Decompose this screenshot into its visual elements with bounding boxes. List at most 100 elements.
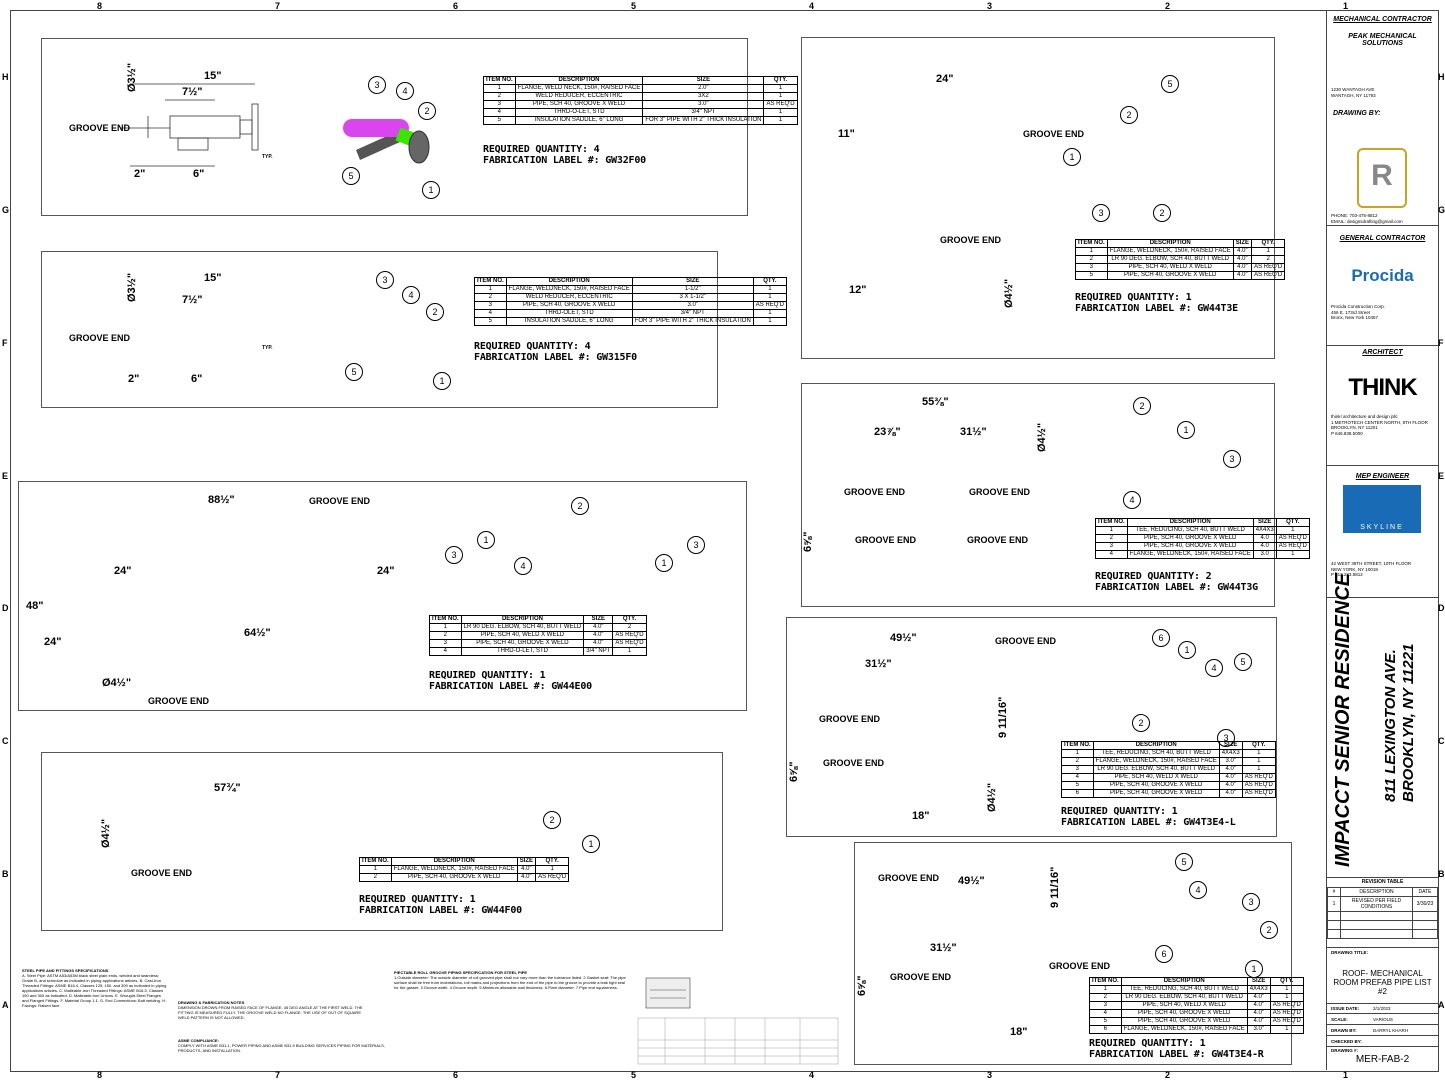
spool5-callout-5: 5 [1161, 75, 1179, 93]
steel-pipe-spec-notes: STEEL PIPE AND FITTINGS SPECIFICATIONS A… [22, 968, 167, 1008]
spool2-dim-length: 15" [204, 272, 222, 284]
zone-col-5: 5 [631, 1, 637, 11]
tb-project: IMPACCT SENIOR RESIDENCE 811 LEXINGTON A… [1327, 573, 1438, 878]
spool4-callout-1: 1 [582, 835, 600, 853]
tb-draw-contact: PHONE: 703-475-8812 EMAIL: designsdrafti… [1331, 213, 1403, 224]
zone-col-8: 8 [97, 1, 103, 11]
spool7-callout-4: 4 [1205, 659, 1223, 677]
tb-rev-date: 3/30/23 [1412, 896, 1438, 912]
spool-panel-gw4t3e4l [786, 617, 1277, 837]
spool8-dim-49: 49½" [958, 875, 985, 887]
spool7-callout-5: 5 [1234, 653, 1252, 671]
spool6-dim-dia: Ø4½" [1036, 422, 1048, 452]
spool8-callout-5: 5 [1175, 853, 1193, 871]
spool2-callout-3: 3 [376, 271, 394, 289]
tb-mech-head: MECHANICAL CONTRACTOR [1333, 16, 1432, 23]
spool5-groove-end-front: GROOVE END [940, 235, 1002, 245]
spool3-dim-64: 64½" [244, 627, 271, 639]
spool8-callout-3: 3 [1242, 893, 1260, 911]
fabrication-notes: DRAWING & FABRICATION NOTES DIMENSION DR… [178, 1000, 363, 1020]
spool6-groove-end-1: GROOVE END [844, 487, 906, 497]
spool8-groove-end-3: GROOVE END [890, 972, 952, 982]
tb-dwgno-value: MER-FAB-2 [1355, 1054, 1410, 1065]
tb-rev-title: REVISION TABLE [1361, 879, 1404, 885]
spool6-dim-23: 23⅞" [874, 426, 901, 438]
spool5-callout-3: 3 [1092, 204, 1110, 222]
tb-address-line2: BROOKLYN, NY 11221 [1400, 643, 1417, 802]
spool5-groove-end-top: GROOVE END [1023, 129, 1085, 139]
spool3-callout-1a: 1 [477, 531, 495, 549]
spool3-dim-24b: 24" [377, 565, 395, 577]
spool6-dim-6: 6⅝" [802, 531, 814, 552]
tb-arch-head: ARCHITECT [1362, 349, 1403, 356]
spool8-callout-1: 1 [1245, 960, 1263, 978]
spool-panel-gw44f00 [41, 752, 723, 931]
spool-panel-gw44t3e [801, 37, 1275, 359]
tb-address-line1: 811 LEXINGTON AVE. [1382, 649, 1399, 802]
spool8-callout-2: 2 [1260, 921, 1278, 939]
spool2-typ: TYP. [262, 345, 273, 351]
spool1-dim-length: 15" [204, 70, 222, 82]
spool5-callout-1: 1 [1063, 148, 1081, 166]
zone-col-1-bottom: 1 [1343, 1070, 1349, 1080]
asme-compliance-notes: ASME COMPLIANCE: COMPLY WITH ASME B31.1,… [178, 1038, 385, 1053]
spool2-callout-5: 5 [345, 363, 363, 381]
spool1-typ: TYP. [262, 154, 273, 160]
spool8-dim-18: 18" [1010, 1026, 1028, 1038]
tb-rev-num: 1 [1327, 896, 1341, 912]
spool6-groove-end-2: GROOVE END [969, 487, 1031, 497]
zone-col-5-bottom: 5 [631, 1070, 637, 1080]
spool2-dim-2: 2" [128, 373, 140, 385]
tb-drawing-by: DRAWING BY: [1333, 110, 1381, 117]
spool7-groove-end-2: GROOVE END [819, 714, 881, 724]
spool5-callout-2a: 2 [1120, 106, 1138, 124]
tb-mech-name: PEAK MECHANICAL SOLUTIONS [1348, 33, 1417, 47]
spool1-callout-3: 3 [368, 76, 386, 94]
tb-drawn-value: DARRYL KHARH [1373, 1027, 1409, 1033]
spool3-groove-end-bottom: GROOVE END [148, 696, 210, 706]
spool4-dim-dia: Ø4½" [100, 818, 112, 848]
tb-scale-value: VARIOUS [1373, 1016, 1393, 1022]
spool6-dim-31: 31½" [960, 426, 987, 438]
spool3-callout-3b: 3 [687, 536, 705, 554]
spool8-dim-31: 31½" [930, 942, 957, 954]
tb-mech-contractor: MECHANICAL CONTRACTOR PEAK MECHANICAL SO… [1327, 10, 1438, 226]
spool7-callout-1: 1 [1178, 641, 1196, 659]
spool2-dim-dia: Ø3½" [126, 272, 138, 302]
tb-arch-addr: think! architecture and design pllc 1 ME… [1331, 414, 1428, 436]
spool4-dim-length: 57¾" [214, 782, 241, 794]
tb-mech-addr: 1230 WANTAGH AVE WANTAGH, NY 11793 [1331, 87, 1376, 98]
spool3-callout-4: 4 [514, 557, 532, 575]
tb-issue-label: ISSUE DATE: [1331, 1005, 1360, 1011]
spool7-callout-6: 6 [1152, 629, 1170, 647]
spool6-groove-end-3: GROOVE END [855, 535, 917, 545]
zone-row-h: H [2, 72, 9, 82]
spool1-callout-2: 2 [418, 102, 436, 120]
zone-row-h-right: H [1438, 72, 1445, 82]
title-block: MECHANICAL CONTRACTOR PEAK MECHANICAL SO… [1326, 10, 1438, 1070]
tb-drawn-label: DRAWN BY: [1331, 1027, 1357, 1033]
spool6-callout-3: 3 [1223, 450, 1241, 468]
spool1-dim-dia: Ø3½" [126, 62, 138, 92]
spool7-dim-6: 6⅝" [788, 761, 800, 782]
tb-rev-col-date: DATE [1412, 887, 1438, 897]
tb-gc-head: GENERAL CONTRACTOR [1339, 235, 1426, 242]
spool2-callout-1: 1 [433, 372, 451, 390]
spool2-dim-half: 7½" [182, 294, 203, 306]
zone-row-c-right: C [1438, 736, 1445, 746]
spool7-groove-end-3: GROOVE END [823, 758, 885, 768]
tb-rev-col-desc: DESCRIPTION [1340, 887, 1413, 897]
zone-col-3: 3 [987, 1, 993, 11]
tb-drawing-title-value: ROOF- MECHANICAL ROOM PREFAB PIPE LIST #… [1333, 969, 1432, 996]
zone-col-3-bottom: 3 [987, 1070, 993, 1080]
spool-panel-gw44e00 [18, 481, 747, 711]
